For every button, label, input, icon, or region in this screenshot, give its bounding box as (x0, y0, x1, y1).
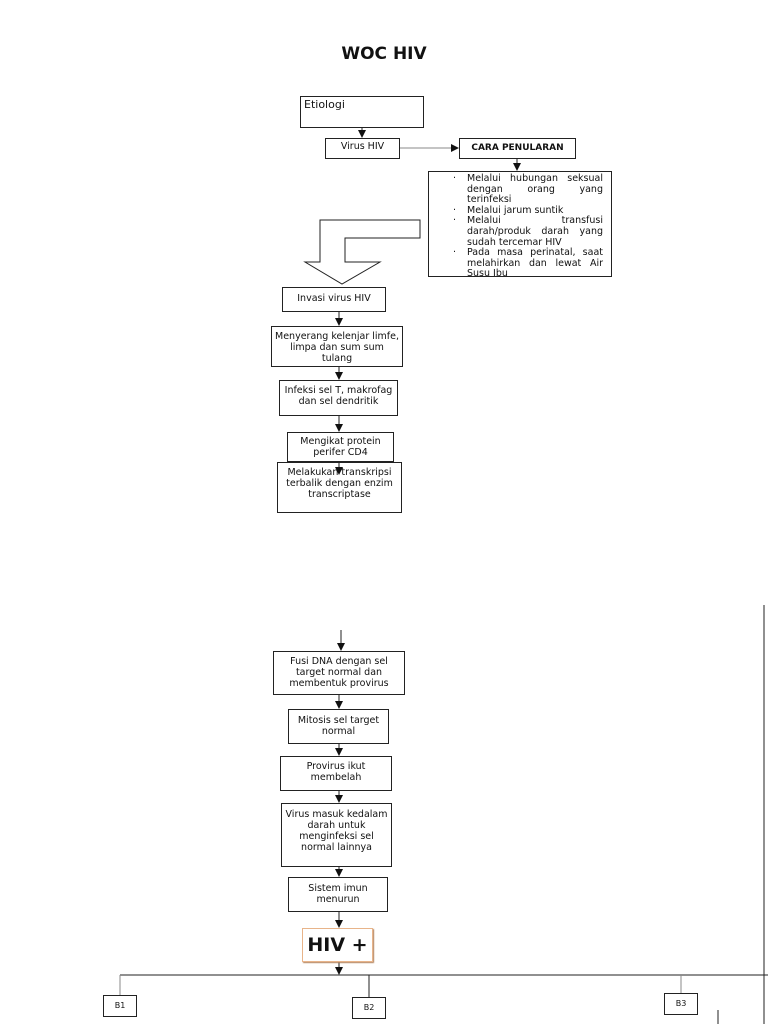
step-box: Provirus ikut membelah (280, 756, 392, 791)
step-box: Fusi DNA dengan sel target normal dan me… (273, 651, 405, 695)
list-item: Melalui transfusi darah/produk darah yan… (453, 216, 603, 248)
step-box: Sistem imun menurun (288, 877, 388, 912)
list-item: Pada masa perinatal, saat melahirkan dan… (453, 247, 603, 276)
big-arrow-icon (303, 219, 421, 285)
step-box: Mengikat protein perifer CD4 (287, 432, 394, 462)
step-box: Mitosis sel target normal (288, 709, 389, 744)
virus-hiv-box: Virus HIV (325, 138, 400, 159)
branch-b3: B3 (664, 993, 698, 1015)
branch-b2: B2 (352, 997, 386, 1019)
step-box: Menyerang kelenjar limfe, limpa dan sum … (271, 326, 403, 367)
step-box: Invasi virus HIV (282, 287, 386, 312)
step-box: Infeksi sel T, makrofag dan sel dendriti… (279, 380, 398, 416)
transmission-list: Melalui hubungan seksual dengan orang ya… (428, 171, 612, 277)
page-title: WOC HIV (341, 44, 427, 64)
step-box: Virus masuk kedalam darah untuk menginfe… (281, 803, 392, 867)
list-item: Melalui hubungan seksual dengan orang ya… (453, 173, 603, 206)
hiv-positive-box: HIV + (302, 928, 373, 962)
step-box: Melakukan transkripsi terbalik dengan en… (277, 462, 402, 513)
etiologi-box: Etiologi (300, 96, 424, 128)
list-item: Melalui jarum suntik (453, 205, 603, 217)
branch-b1: B1 (103, 995, 137, 1017)
cara-penularan-box: CARA PENULARAN (459, 138, 576, 159)
